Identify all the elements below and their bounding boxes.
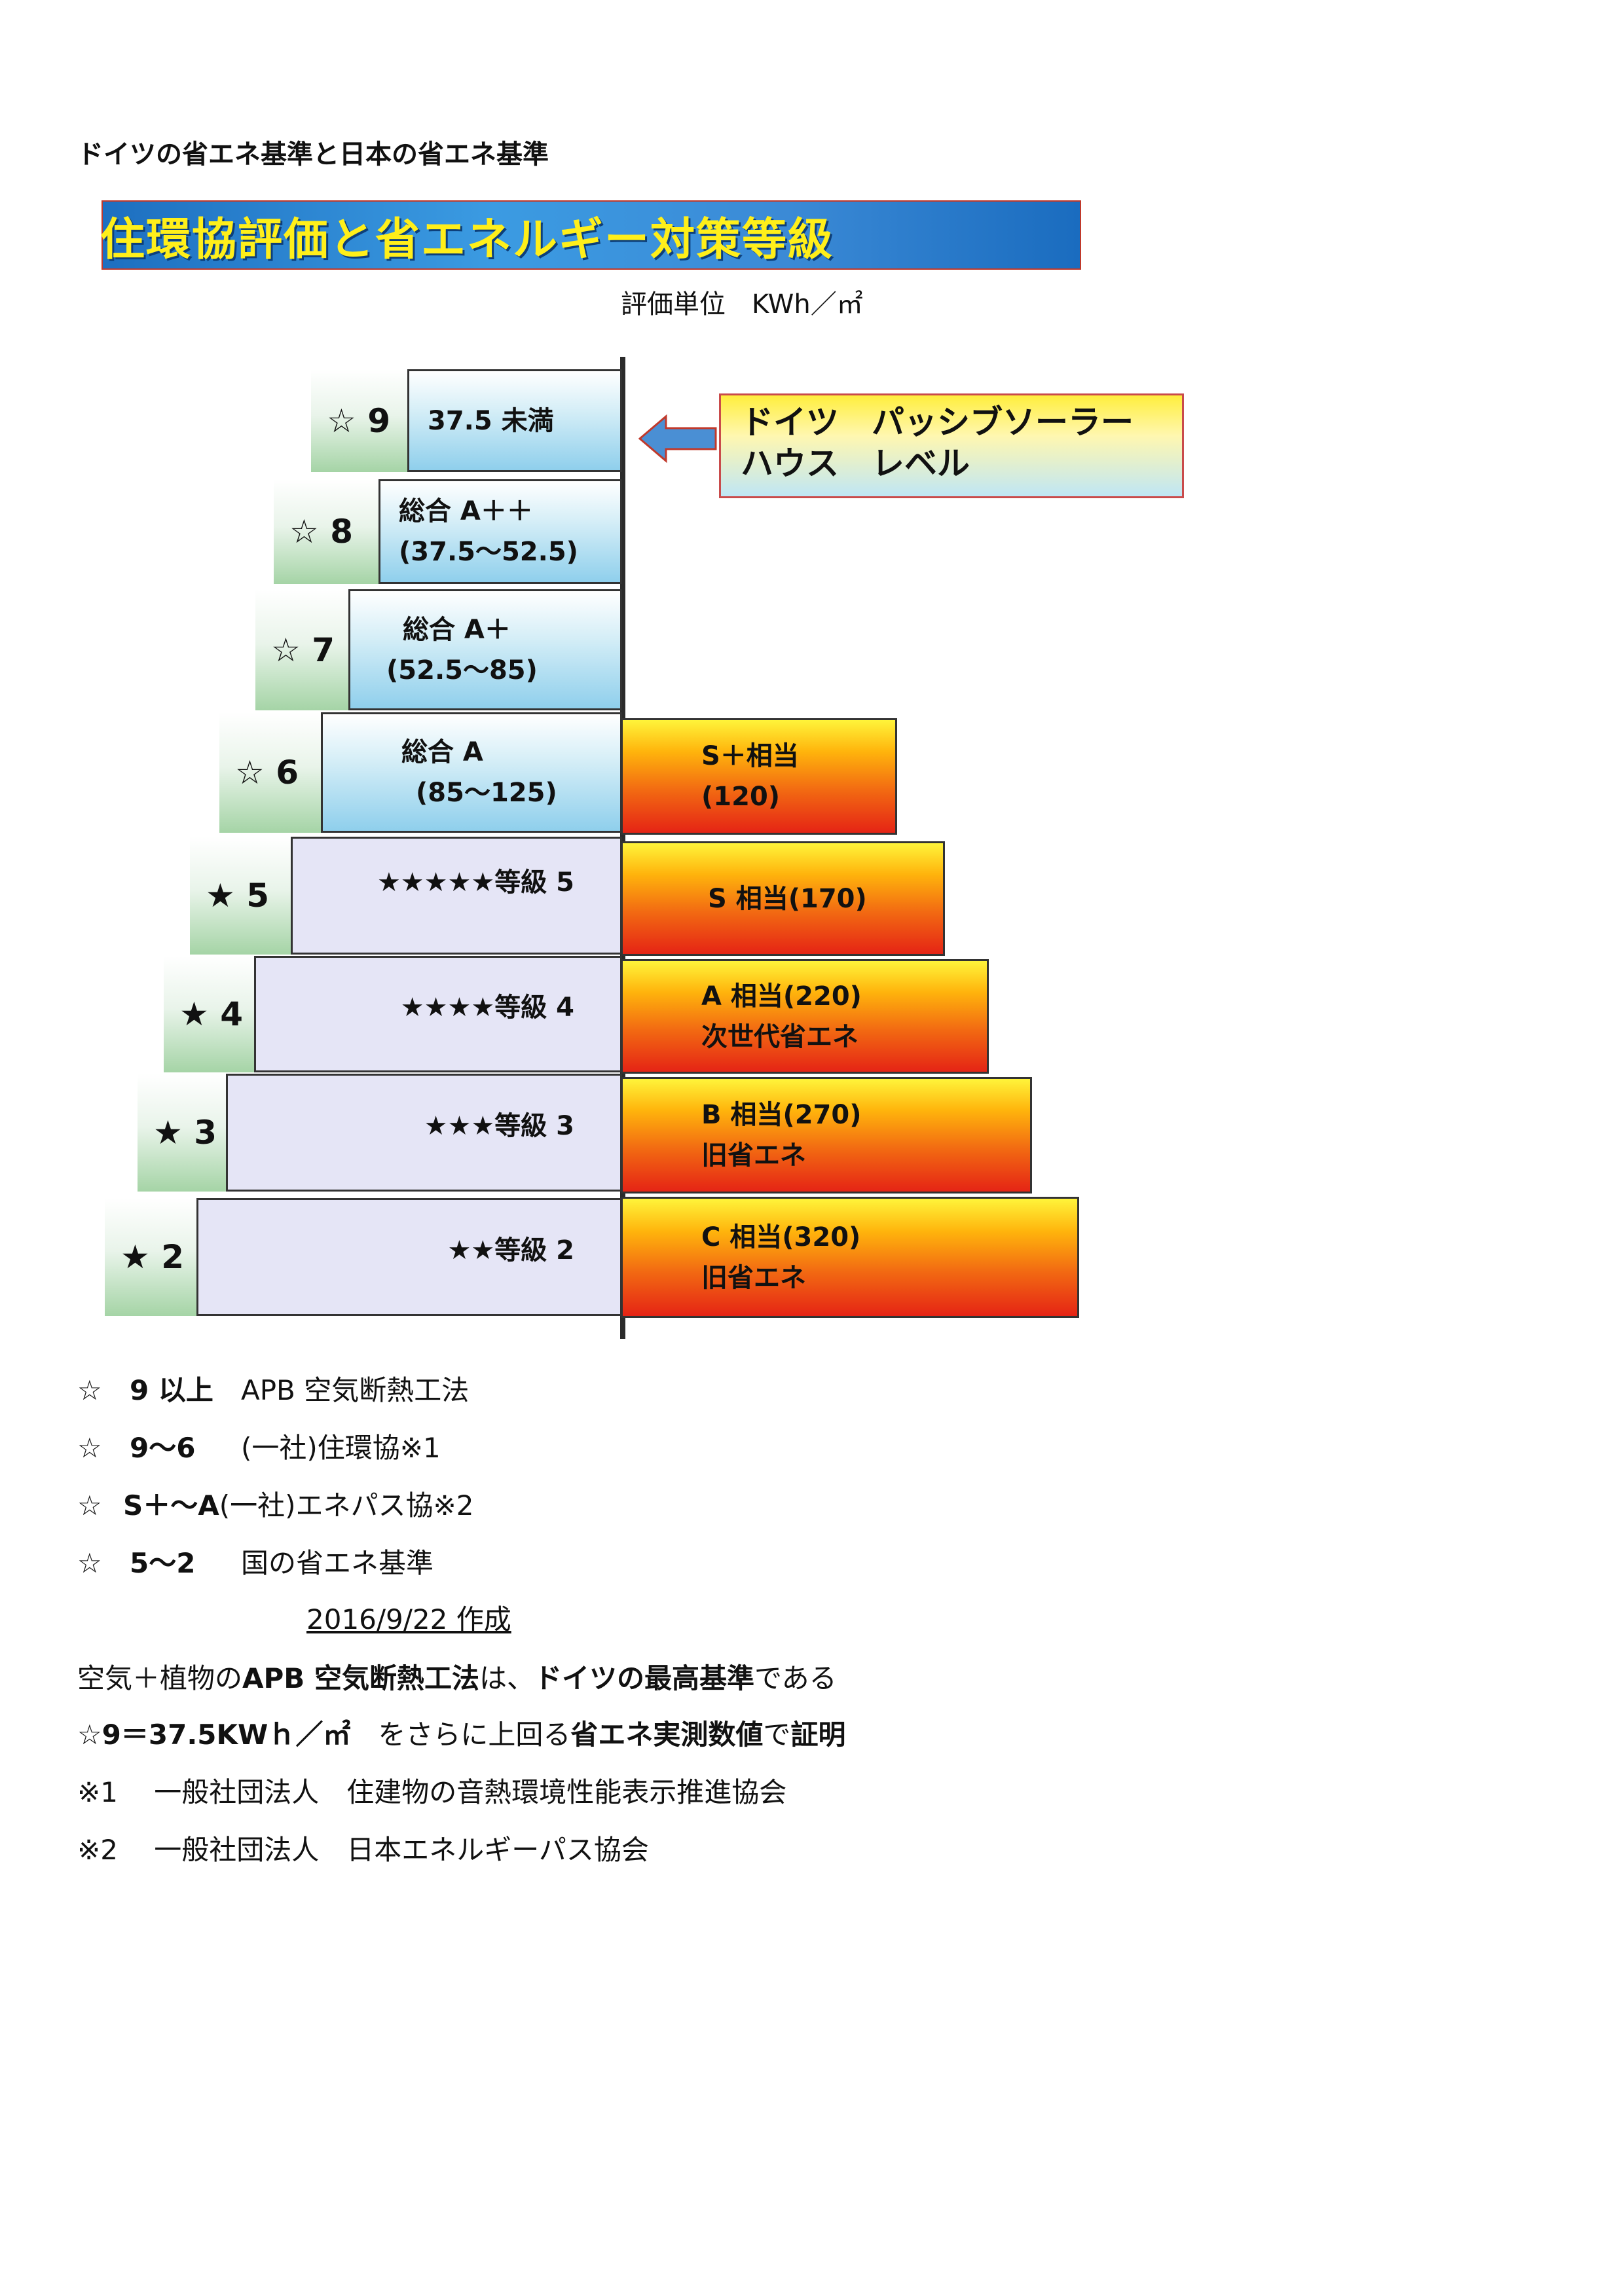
level-box-4: ★★★★等級 4 xyxy=(254,956,622,1072)
legend-text-1: APB 空気断熱工法 xyxy=(241,1374,470,1406)
german-passive-house-callout: ドイツ パッシブソーラー ハウス レベル xyxy=(719,393,1184,498)
proof-c: 省エネ実測数値 xyxy=(570,1719,764,1751)
level-box-2: ★★等級 2 xyxy=(196,1198,622,1316)
level-label-7: ☆ 7 xyxy=(255,589,348,710)
equivalent-b-line1: B 相当(270) xyxy=(701,1100,862,1130)
created-date: 2016/9/22 作成 xyxy=(306,1603,511,1635)
banner-title-box: 住環協評価と省エネルギー対策等級 xyxy=(100,200,1081,270)
legend-key-2: 9～6 xyxy=(130,1432,196,1464)
legend-star-icon: ☆ xyxy=(77,1489,102,1522)
equivalent-b-line2: 旧省エネ xyxy=(701,1140,806,1171)
legend-text-2: (一社)住環協※1 xyxy=(241,1432,441,1464)
equivalent-c-line2: 旧省エネ xyxy=(701,1262,806,1293)
level-box-7: 総合 A＋ (52.5～85) xyxy=(348,589,622,710)
equivalent-a-line1: A 相当(220) xyxy=(701,981,862,1011)
equivalent-box-s: S 相当(170) xyxy=(621,841,945,956)
statement-e: である xyxy=(754,1662,837,1694)
banner-title: 住環協評価と省エネルギー対策等級 xyxy=(100,213,834,266)
proof-b: をさらに上回る xyxy=(350,1719,571,1751)
level-9-text: 37.5 未満 xyxy=(428,405,554,436)
level-6-line1: 総合 A xyxy=(401,737,483,767)
statement-c: は、 xyxy=(479,1662,534,1694)
level-box-6: 総合 A (85～125) xyxy=(321,712,622,833)
legend-text-3: (一社)エネパス協※2 xyxy=(219,1489,474,1522)
left-arrow-icon xyxy=(638,414,717,464)
legend-row-4: ☆ 5～2 国の省エネ基準 xyxy=(77,1541,434,1581)
proof-d: で xyxy=(763,1719,791,1751)
legend-star-icon: ☆ xyxy=(77,1432,102,1464)
legend-row-1: ☆ 9 以上 APB 空気断熱工法 xyxy=(77,1368,469,1408)
equivalent-box-c: C 相当(320) 旧省エネ xyxy=(621,1197,1079,1318)
footnote-1: ※1 一般社団法人 住建物の音熱環境性能表示推進協会 xyxy=(77,1776,787,1808)
page-heading: ドイツの省エネ基準と日本の省エネ基準 xyxy=(77,139,549,170)
legend-star-icon: ☆ xyxy=(77,1547,102,1579)
legend-text-4: 国の省エネ基準 xyxy=(241,1547,434,1579)
proof-line: ☆9＝37.5KWｈ／㎡ をさらに上回る省エネ実測数値で証明 xyxy=(77,1713,845,1753)
equivalent-box-a: A 相当(220) 次世代省エネ xyxy=(621,959,989,1074)
level-box-8: 総合 A＋＋ (37.5～52.5) xyxy=(378,479,622,584)
legend-key-4: 5～2 xyxy=(130,1547,196,1579)
statement-a: 空気＋植物の xyxy=(77,1662,243,1694)
equivalent-box-b: B 相当(270) 旧省エネ xyxy=(621,1077,1032,1194)
equivalent-box-s-plus: S＋相当 (120) xyxy=(621,718,897,835)
statement-b: APB 空気断熱工法 xyxy=(242,1662,479,1694)
legend-star-icon: ☆ xyxy=(77,1374,102,1406)
level-8-line1: 総合 A＋＋ xyxy=(399,496,533,526)
statement-d: ドイツの最高基準 xyxy=(534,1662,754,1694)
footnote-2: ※2 一般社団法人 日本エネルギーパス協会 xyxy=(77,1834,649,1866)
legend-row-2: ☆ 9～6 (一社)住環協※1 xyxy=(77,1426,441,1466)
legend-key-1: 9 以上 xyxy=(130,1374,213,1406)
callout-line2: ハウス レベル xyxy=(741,444,970,483)
equivalent-s-text: S 相当(170) xyxy=(708,883,867,914)
equivalent-s-plus-line2: (120) xyxy=(701,782,781,812)
legend-key-3: S＋～A xyxy=(123,1489,219,1522)
level-label-9: ☆ 9 xyxy=(311,369,407,472)
level-label-6: ☆ 6 xyxy=(219,712,321,833)
unit-label: 評価単位 KWh／㎡ xyxy=(621,289,863,319)
statement-line: 空気＋植物のAPB 空気断熱工法は、ドイツの最高基準である xyxy=(77,1656,837,1696)
callout-line1: ドイツ パッシブソーラー xyxy=(741,403,1134,441)
level-5-text: ★★★★★等級 5 xyxy=(377,867,574,898)
level-label-2: ★ 2 xyxy=(105,1198,196,1316)
level-2-text: ★★等級 2 xyxy=(447,1235,574,1266)
level-4-text: ★★★★等級 4 xyxy=(400,993,574,1023)
level-label-4: ★ 4 xyxy=(164,956,254,1072)
level-box-9: 37.5 未満 xyxy=(407,369,622,472)
equivalent-a-line2: 次世代省エネ xyxy=(701,1021,858,1052)
level-box-3: ★★★等級 3 xyxy=(226,1074,622,1192)
level-label-3: ★ 3 xyxy=(138,1074,226,1192)
level-3-text: ★★★等級 3 xyxy=(424,1111,574,1141)
level-8-line2: (37.5～52.5) xyxy=(399,537,578,567)
equivalent-c-line1: C 相当(320) xyxy=(701,1222,861,1252)
level-7-line2: (52.5～85) xyxy=(386,655,538,685)
proof-a: ☆9＝37.5KWｈ／㎡ xyxy=(77,1719,351,1751)
legend-row-3: ☆ S＋～A(一社)エネパス協※2 xyxy=(77,1484,473,1523)
equivalent-s-plus-line1: S＋相当 xyxy=(701,741,799,771)
level-box-5: ★★★★★等級 5 xyxy=(291,837,622,955)
proof-e: 証明 xyxy=(790,1719,846,1751)
level-label-5: ★ 5 xyxy=(190,837,291,955)
level-label-8: ☆ 8 xyxy=(274,479,378,584)
level-7-line1: 総合 A＋ xyxy=(403,614,511,645)
level-6-line2: (85～125) xyxy=(416,778,557,808)
